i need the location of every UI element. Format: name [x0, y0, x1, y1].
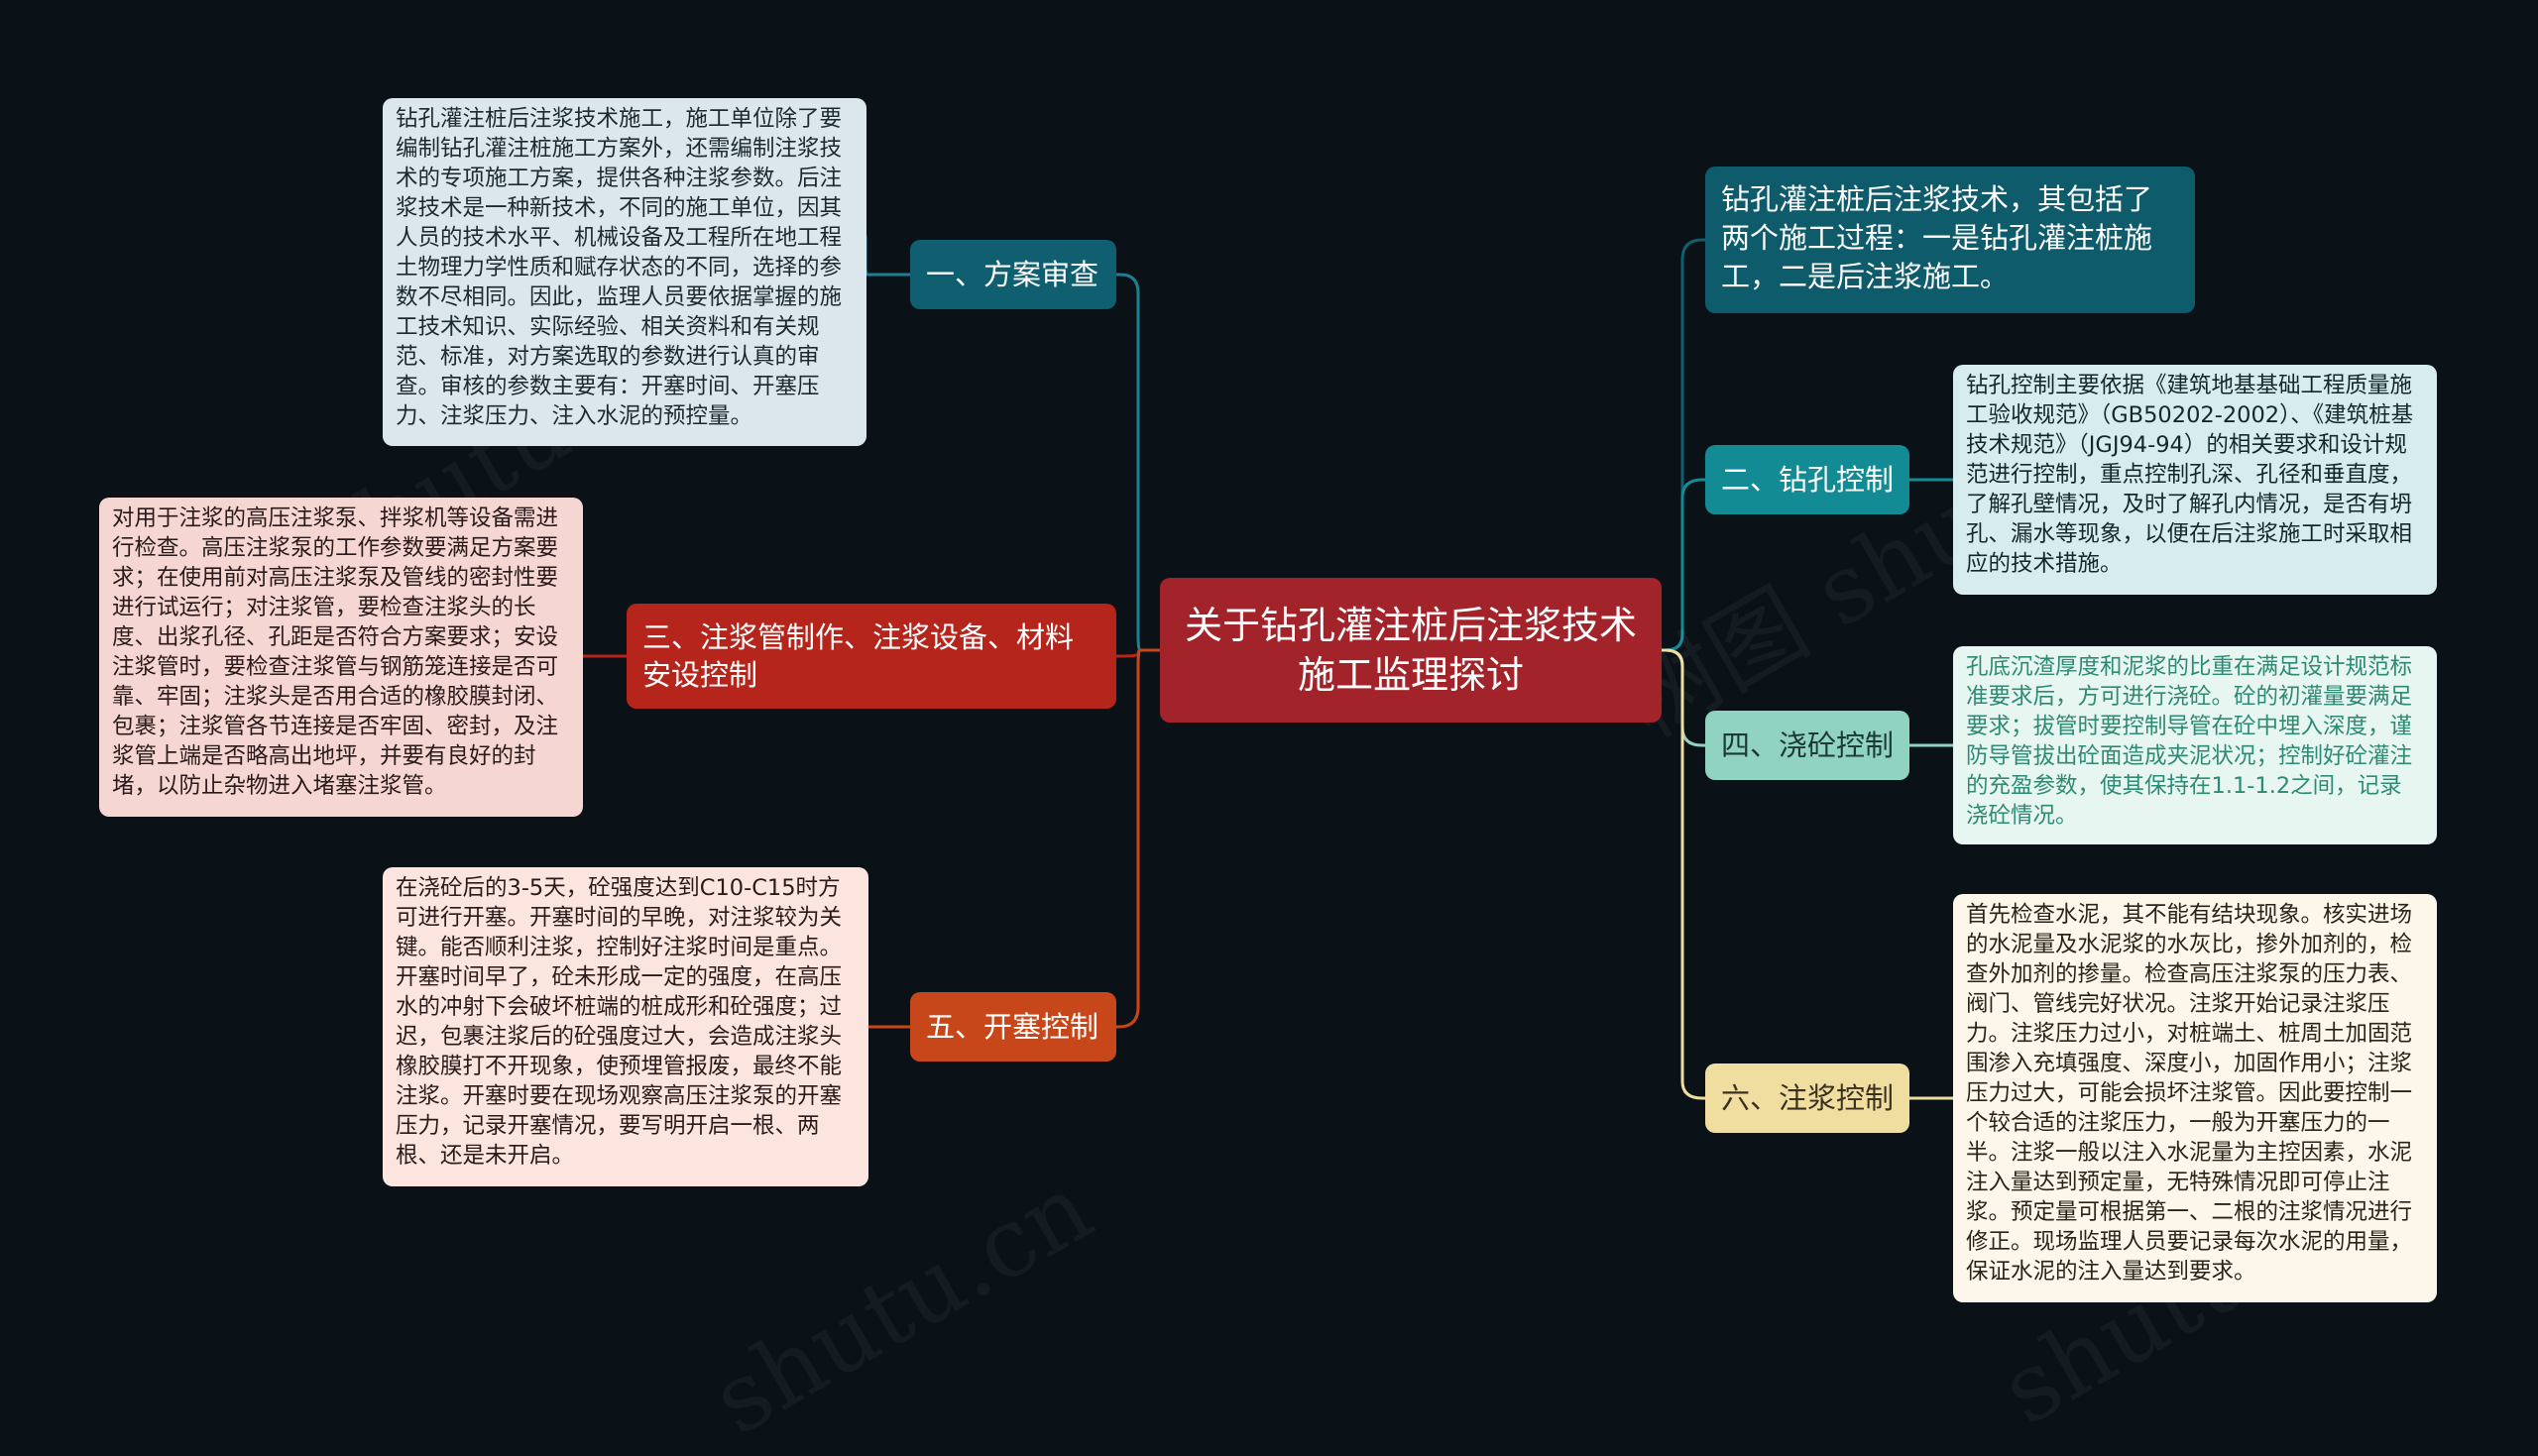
branch-drilling-control-label: 二、钻孔控制: [1721, 463, 1895, 497]
branch-plan-review-label: 一、方案审查: [926, 258, 1099, 291]
leaf-plan-review-text: 钻孔灌注桩后注浆技术施工，施工单位除了要编制钻孔灌注桩施工方案外，还需编制注浆技…: [396, 106, 843, 429]
leaf-grout-pipe-equipment[interactable]: 对用于注浆的高压注浆泵、拌浆机等设备需进行检查。高压注浆泵的工作参数要满足方案要…: [99, 498, 583, 817]
leaf-concrete-pouring-text: 孔底沉渣厚度和泥浆的比重在满足设计规范标准要求后，方可进行浇砼。砼的初灌量要满足…: [1966, 654, 2413, 829]
leaf-plug-opening[interactable]: 在浇砼后的3-5天，砼强度达到C10-C15时方可进行开塞。开塞时间的早晚，对注…: [383, 867, 868, 1186]
leaf-drilling-control-text: 钻孔控制主要依据《建筑地基基础工程质量施工验收规范》（GB50202-2002）…: [1966, 373, 2414, 577]
leaf-concrete-pouring[interactable]: 孔底沉渣厚度和泥浆的比重在满足设计规范标准要求后，方可进行浇砼。砼的初灌量要满足…: [1953, 646, 2437, 844]
center-topic[interactable]: 关于钻孔灌注桩后注浆技术施工监理探讨: [1160, 578, 1662, 723]
leaf-drilling-control[interactable]: 钻孔控制主要依据《建筑地基基础工程质量施工验收规范》（GB50202-2002）…: [1953, 365, 2437, 595]
connector-b2: [1662, 478, 1705, 652]
intro-text: 钻孔灌注桩后注浆技术，其包括了两个施工过程：一是钻孔灌注桩施工，二是后注浆施工。: [1721, 182, 2153, 293]
branch-grouting-control[interactable]: 六、注浆控制: [1705, 1064, 1909, 1133]
branch-grouting-control-label: 六、注浆控制: [1721, 1081, 1895, 1115]
intro-node[interactable]: 钻孔灌注桩后注浆技术，其包括了两个施工过程：一是钻孔灌注桩施工，二是后注浆施工。: [1705, 167, 2195, 313]
branch-plug-opening-label: 五、开塞控制: [926, 1010, 1099, 1044]
branch-drilling-control[interactable]: 二、钻孔控制: [1705, 445, 1909, 514]
leaf-grouting-control[interactable]: 首先检查水泥，其不能有结块现象。核实进场的水泥量及水泥浆的水灰比，掺外加剂的，检…: [1953, 894, 2437, 1302]
connector-lines: [583, 226, 1953, 1100]
branch-grout-pipe-equipment-label: 三、注浆管制作、注浆设备、材料安设控制: [642, 620, 1075, 692]
connector-b6: [1662, 648, 1705, 1100]
branch-concrete-pouring[interactable]: 四、浇砼控制: [1705, 711, 1909, 780]
leaf-grout-pipe-equipment-text: 对用于注浆的高压注浆泵、拌浆机等设备需进行检查。高压注浆泵的工作参数要满足方案要…: [112, 505, 559, 799]
leaf-plan-review[interactable]: 钻孔灌注桩后注浆技术施工，施工单位除了要编制钻孔灌注桩施工方案外，还需编制注浆技…: [383, 98, 866, 446]
branch-plan-review[interactable]: 一、方案审查: [910, 240, 1116, 309]
leaf-grouting-control-text: 首先检查水泥，其不能有结块现象。核实进场的水泥量及水泥浆的水灰比，掺外加剂的，检…: [1966, 902, 2413, 1285]
branch-concrete-pouring-label: 四、浇砼控制: [1721, 728, 1895, 762]
connector-b1: [1116, 273, 1160, 652]
leaf-plug-opening-text: 在浇砼后的3-5天，砼强度达到C10-C15时方可进行开塞。开塞时间的早晚，对注…: [396, 875, 843, 1169]
branch-plug-opening[interactable]: 五、开塞控制: [910, 992, 1116, 1062]
center-topic-label: 关于钻孔灌注桩后注浆技术施工监理探讨: [1184, 604, 1637, 697]
branch-grout-pipe-equipment[interactable]: 三、注浆管制作、注浆设备、材料安设控制: [627, 604, 1116, 709]
connector-b5: [1116, 648, 1160, 1029]
